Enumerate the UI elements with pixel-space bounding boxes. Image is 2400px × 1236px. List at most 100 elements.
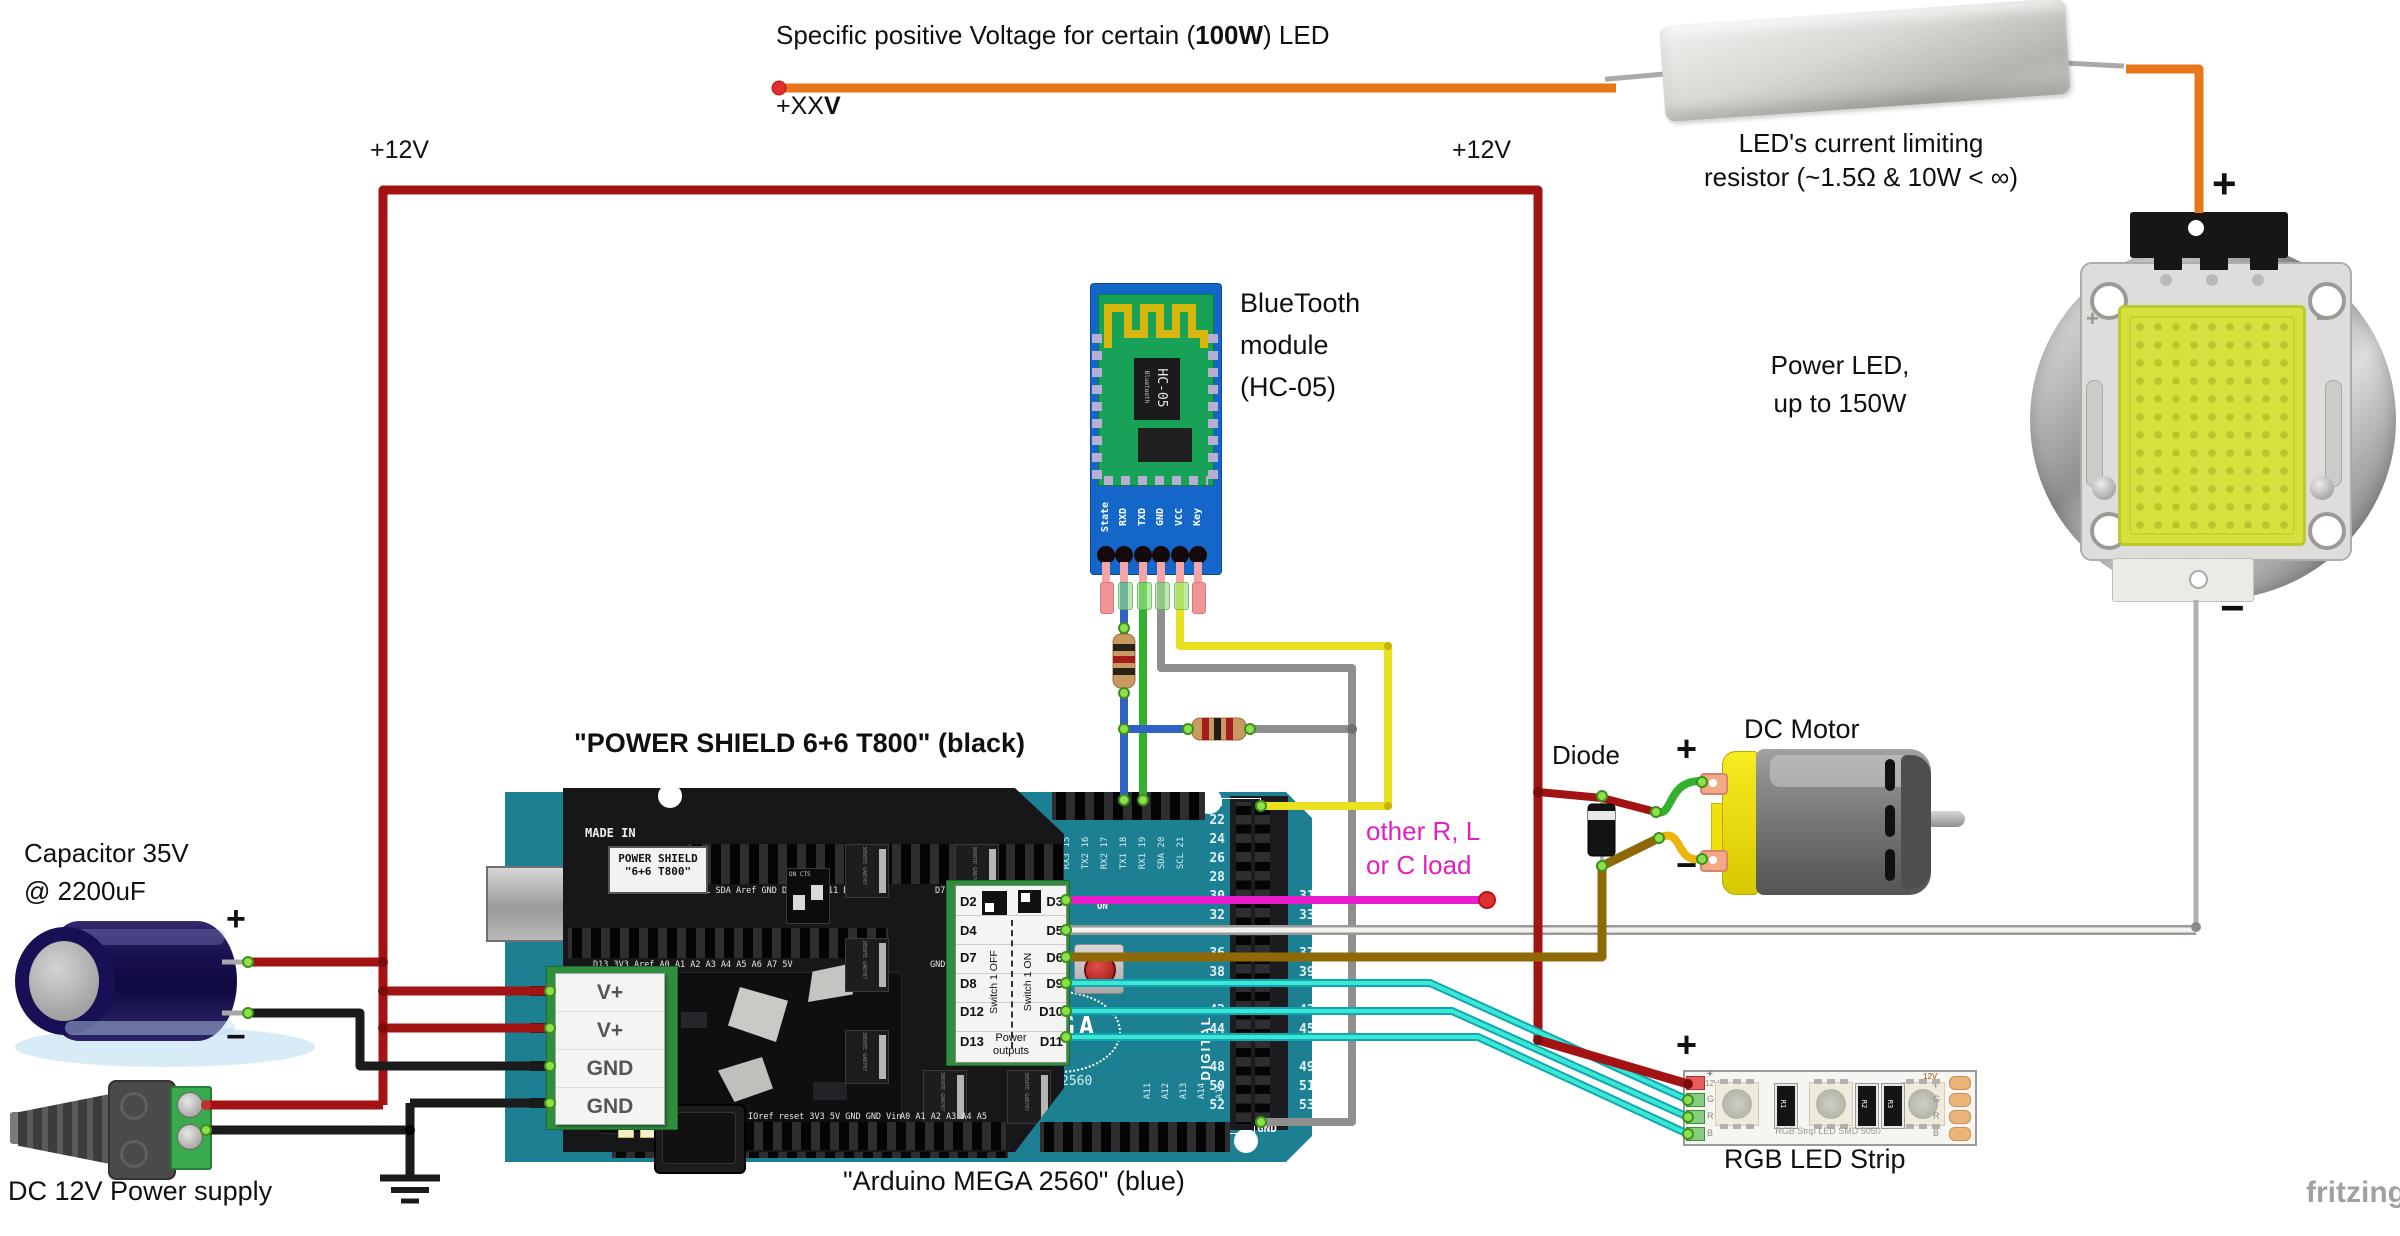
terminal-stub <box>530 986 548 996</box>
strip-note: RGB LED Strip <box>1724 1144 1906 1174</box>
hc05-pin-state: State <box>1100 501 1111 533</box>
jack-body <box>108 1080 176 1180</box>
shield-mount-hole <box>658 788 682 808</box>
strip-label-g-r: G <box>1933 1094 1941 1104</box>
resistor-vertical <box>1112 633 1136 689</box>
resistor-note-line2: resistor (~1.5Ω & 10W < ∞) <box>1704 162 2018 192</box>
resistor-lead <box>2061 60 2125 69</box>
mega-pin-26: 26 <box>1209 851 1225 866</box>
switch-icon-off <box>982 891 1007 915</box>
switch-pin-d2: D2 <box>960 894 977 909</box>
plus12v-left-label: +12V <box>370 136 430 164</box>
mega-pin-33: 33 <box>1299 908 1315 923</box>
mega-pin-a14: A14 <box>1197 1082 1207 1100</box>
mega-pin-22: 22 <box>1209 813 1225 828</box>
strip-label-b: B <box>1707 1128 1714 1138</box>
mega-pin-30: 30 <box>1209 889 1225 904</box>
strip-pad-right <box>1949 1093 1971 1107</box>
terminal-vplus-1: V+ <box>556 974 664 1012</box>
wire-sleeve <box>1174 582 1189 610</box>
mega-comm-pin-label: RX1 19 <box>1138 836 1148 870</box>
yellow-corner-dot <box>1384 642 1392 650</box>
strip-resistor: R1 <box>1775 1084 1797 1128</box>
switch-pin-d6: D6 <box>1046 950 1063 965</box>
power-led-note-line1: Power LED, <box>1770 350 1910 380</box>
terminal-stub <box>530 1061 548 1071</box>
terminal-stub <box>530 1098 548 1108</box>
strip-resistor: R2 <box>1856 1084 1878 1128</box>
switch-pin-d12: D12 <box>960 1004 984 1019</box>
wire-sleeve <box>1155 582 1170 610</box>
mega-pin-a12: A12 <box>1161 1082 1171 1100</box>
strip-pad-right <box>1949 1127 1971 1141</box>
strip-label-12v: 12V <box>1705 1079 1720 1088</box>
power-outputs-label: Power <box>995 1032 1027 1044</box>
mega-pin-24: 24 <box>1209 832 1225 847</box>
gray-junction-dot <box>2191 922 2201 932</box>
resistor-lead <box>1604 71 1668 82</box>
hc05-pin-txd: TXD <box>1137 507 1148 527</box>
switch-pin-d5: D5 <box>1046 923 1063 938</box>
terminal-vplus-2: V+ <box>556 1012 664 1050</box>
mega-pin-43: 43 <box>1299 1003 1315 1018</box>
hc05-chip-sublabel: Bluetooth <box>1143 370 1150 404</box>
capacitor-note-line1: Capacitor 35V <box>24 838 189 868</box>
mega-pin-45: 45 <box>1299 1022 1315 1037</box>
mega-pin-a15: A15 <box>1215 1082 1225 1100</box>
mega-comm-pin-label: SCL 21 <box>1176 836 1186 870</box>
strip-module <box>1715 1079 1759 1129</box>
wire-sleeve <box>1118 582 1133 610</box>
mega-pin-32: 32 <box>1209 908 1225 923</box>
xxv-label: +XXV <box>776 92 841 120</box>
dc-power-jack <box>10 1070 220 1185</box>
strip-pad-right <box>1949 1076 1971 1090</box>
bluetooth-antenna-icon <box>1104 304 1208 348</box>
wire-yellow-vcc <box>1176 582 1392 810</box>
switch-pin-d3: D3 <box>1046 894 1063 909</box>
specific-voltage-note: Specific positive Voltage for certain (1… <box>776 20 1330 50</box>
mega-analog-header <box>1040 1122 1230 1152</box>
motor-cap <box>1722 751 1758 895</box>
power-terminal-block: V+ V+ GND GND <box>546 966 678 1130</box>
jack-screw <box>177 1092 203 1118</box>
motor-note: DC Motor <box>1744 714 1860 744</box>
strip-label-r: R <box>1707 1111 1714 1121</box>
terminal-gnd-2: GND <box>586 1095 634 1118</box>
mega-pin-53: 53 <box>1299 1098 1315 1113</box>
bluetooth-note-line2: module <box>1240 330 1329 360</box>
hc05-chip-label: HC-05 <box>1154 368 1169 408</box>
led-screw <box>2092 476 2116 500</box>
shield-bottom-header <box>740 1122 1006 1150</box>
motor-plus-sign: + <box>1676 728 1698 769</box>
dc-motor <box>1695 745 1985 905</box>
shield-mid-header <box>568 928 888 958</box>
capacitor-face <box>29 941 99 1021</box>
pin-stub-cap <box>1192 582 1206 614</box>
yellow-corner-dot2 <box>1384 802 1392 810</box>
switch-label-block: D2 D4 D7 D8 D12 D13 D3 D5 D6 D9 D10 D11 … <box>946 880 1070 1066</box>
bluetooth-module: HC-05 Bluetooth State RXD TXD GND VCC Ke… <box>1090 280 1225 615</box>
mega-chip-label: 2560 <box>1061 1074 1093 1089</box>
strip-plus-sign: + <box>1676 1024 1698 1065</box>
mega-comm-header <box>1052 792 1205 820</box>
power-led-note-line2: up to 150W <box>1773 388 1907 418</box>
strip-pad-r <box>1686 1110 1705 1124</box>
switch-pin-d4: D4 <box>960 923 977 938</box>
wire-red-strip <box>1536 1035 1690 1089</box>
black-junction-dot <box>405 1125 415 1135</box>
motor-minus-sign: − <box>1676 844 1698 885</box>
mega-pin-39: 39 <box>1299 965 1315 980</box>
resistor-horizontal <box>1191 717 1247 741</box>
resistor-note-line1: LED's current limiting <box>1738 128 1984 158</box>
terminal-stub <box>530 1023 548 1033</box>
switch-divider <box>1011 920 1013 1048</box>
led-minus-sign: − <box>2220 584 2245 631</box>
mega-comm-pin-label: TX1 18 <box>1119 836 1129 870</box>
shield-title: "POWER SHIELD 6+6 T800" (black) <box>574 728 1025 758</box>
led-hole <box>2308 282 2346 320</box>
jack-screw <box>177 1124 203 1150</box>
mega-pin-49: 49 <box>1299 1060 1315 1075</box>
hc05-pin-key: Key <box>1192 507 1203 527</box>
hc05-pin-gnd: GND <box>1155 507 1166 527</box>
